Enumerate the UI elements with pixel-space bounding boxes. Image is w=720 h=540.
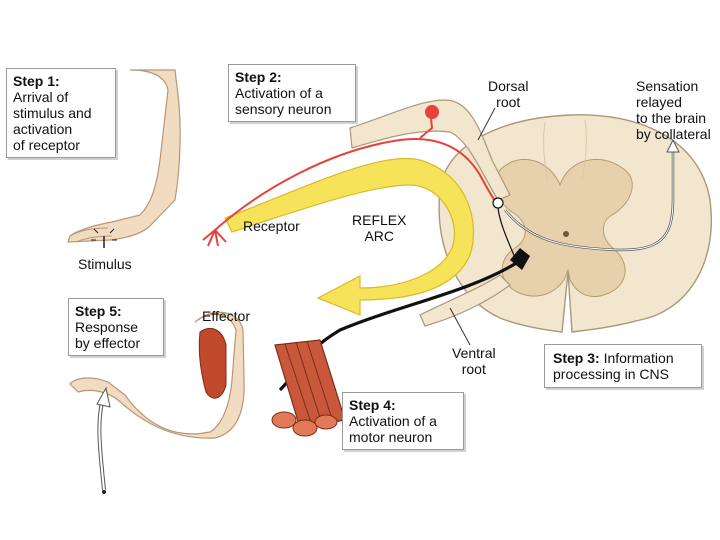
step2-box: Step 2: Activation of a sensory neuron [228,64,356,122]
step5-line: by effector [75,335,141,351]
ventral-root-label: Ventral root [452,345,496,377]
muscle-bundle [271,339,346,437]
stimulus-label: Stimulus [78,256,132,272]
step4-line: Activation of a [349,413,437,429]
sensation-label-line: to the brain [636,110,707,126]
dorsal-root-label-line: Dorsal [488,78,529,94]
ventral-root-label-line: root [461,361,486,377]
step4-title: Step 4: [349,397,396,413]
ventral-root [419,274,511,327]
dorsal-root-label-line: root [496,94,521,110]
step4-box: Step 4: Activation of a motor neuron [342,392,464,450]
reflex-arc-label-line: REFLEX [352,212,407,228]
step5-line: Response [75,319,139,335]
step1-title: Step 1: [13,73,60,89]
step4-line: motor neuron [349,429,433,445]
step1-line: of receptor [13,137,80,153]
effector-arm [69,311,245,439]
spinal-cord [438,114,712,333]
dorsal-root-label: Dorsal root [488,78,528,110]
sensation-label-line: Sensation [636,78,699,94]
dorsal-root [349,99,511,201]
sensation-label-line: by collateral [636,126,711,142]
response-arrow [96,386,111,494]
step3-text: Information [599,350,674,366]
step1-box: Step 1: Arrival of stimulus and activati… [6,68,116,158]
step2-title: Step 2: [235,69,282,85]
step5-box: Step 5: Response by effector [68,298,164,356]
ventral-root-label-line: Ventral [452,345,496,361]
step1-line: stimulus and [13,105,92,121]
reflex-arc-label-line: ARC [364,228,395,244]
step1-line: activation [13,121,73,137]
ventral-root-leader [449,307,471,346]
step5-title: Step 5: [75,303,122,319]
receptor-label: Receptor [243,218,300,234]
step2-line: Activation of a [235,85,323,101]
sensory-neuron [202,105,499,247]
reflex-arc-arrow [224,157,475,316]
step2-line: sensory neuron [235,101,332,117]
collateral-pathway [504,138,680,252]
step3-line: processing in CNS [553,366,669,382]
motor-neuron-cell-body [510,248,530,270]
step3-title: Step 3: [553,350,600,366]
stimulus-arm [67,69,181,243]
sensation-label: Sensation relayed to the brain by collat… [636,78,711,142]
sensory-terminal [492,197,516,259]
step3-box: Step 3: Information processing in CNS [544,344,702,388]
sensation-label-line: relayed [636,94,682,110]
step1-line: Arrival of [13,89,69,105]
stimulus-pin [91,228,117,248]
reflex-arc-label: REFLEX ARC [352,212,406,244]
dorsal-root-leader [477,107,496,141]
effector-label: Effector [202,308,250,324]
